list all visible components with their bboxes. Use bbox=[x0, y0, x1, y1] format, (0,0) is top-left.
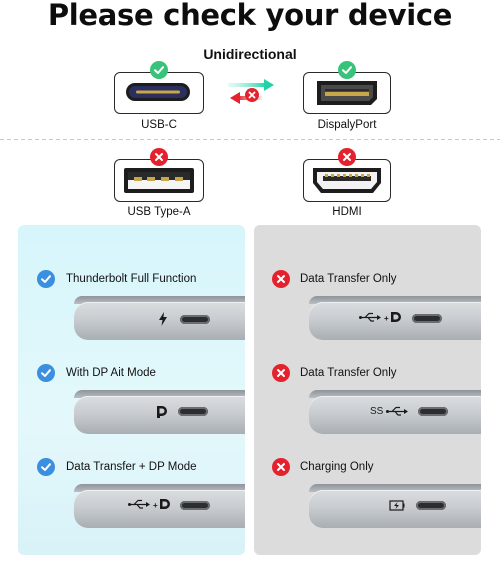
displayport-label: DispalyPort bbox=[317, 119, 377, 131]
usbc-port-icon bbox=[126, 83, 190, 101]
reverse-cross-icon bbox=[245, 88, 259, 102]
usba-port-box bbox=[114, 159, 204, 202]
laptop-ss-usb: SS bbox=[309, 390, 481, 434]
usbc-check-icon bbox=[150, 61, 168, 79]
usba-cross-icon bbox=[150, 148, 168, 166]
usbc-label: USB-C bbox=[141, 119, 177, 131]
usbc-slot bbox=[180, 315, 210, 324]
right-item-label: Data Transfer Only bbox=[300, 367, 397, 379]
red-cross-icon bbox=[272, 364, 290, 382]
thunderbolt-icon bbox=[159, 312, 167, 326]
usbc-slot bbox=[180, 501, 210, 510]
red-cross-icon bbox=[272, 458, 290, 476]
hdmi-label: HDMI bbox=[332, 206, 362, 218]
usbc-slot bbox=[412, 314, 442, 323]
displayport-check-icon bbox=[338, 61, 356, 79]
usb-plus-displayport-icon: + bbox=[128, 499, 170, 510]
usbc-port-box bbox=[114, 72, 204, 114]
section-divider bbox=[0, 139, 500, 140]
red-cross-icon bbox=[272, 270, 290, 288]
hdmi-cross-icon bbox=[338, 148, 356, 166]
usbc-slot bbox=[416, 501, 446, 510]
charging-icon bbox=[389, 500, 405, 511]
blue-check-icon bbox=[37, 458, 55, 476]
laptop-data-only: + bbox=[309, 296, 481, 340]
laptop-data-dp: + bbox=[74, 484, 245, 528]
laptop-charging-only bbox=[309, 484, 481, 528]
hdmi-port-box bbox=[303, 159, 391, 202]
svg-text:+: + bbox=[384, 314, 389, 323]
usbc-slot bbox=[418, 407, 448, 416]
superspeed-label: SS bbox=[370, 406, 384, 417]
blue-check-icon bbox=[37, 270, 55, 288]
left-item-label: Thunderbolt Full Function bbox=[66, 273, 197, 285]
left-item-label: Data Transfer + DP Mode bbox=[66, 461, 197, 473]
hdmi-port-icon bbox=[313, 168, 381, 193]
usbc-slot bbox=[178, 407, 208, 416]
displayport-port-box bbox=[303, 72, 391, 114]
usb-icon bbox=[386, 406, 408, 416]
displayport-port-icon bbox=[317, 81, 377, 105]
displayport-symbol-icon bbox=[157, 406, 167, 418]
direction-subtitle: Unidirectional bbox=[203, 46, 297, 62]
laptop-dp-alt bbox=[74, 390, 245, 434]
blue-check-icon bbox=[37, 364, 55, 382]
laptop-thunderbolt bbox=[74, 296, 245, 340]
usba-label: USB Type-A bbox=[127, 206, 191, 218]
right-item-label: Charging Only bbox=[300, 461, 374, 473]
right-item-label: Data Transfer Only bbox=[300, 273, 397, 285]
page-title: Please check your device bbox=[47, 0, 453, 32]
usba-port-icon bbox=[124, 168, 194, 193]
usb-plus-displayport-icon: + bbox=[359, 312, 401, 323]
left-item-label: With DP Ait Mode bbox=[66, 367, 156, 379]
svg-text:+: + bbox=[153, 501, 158, 510]
